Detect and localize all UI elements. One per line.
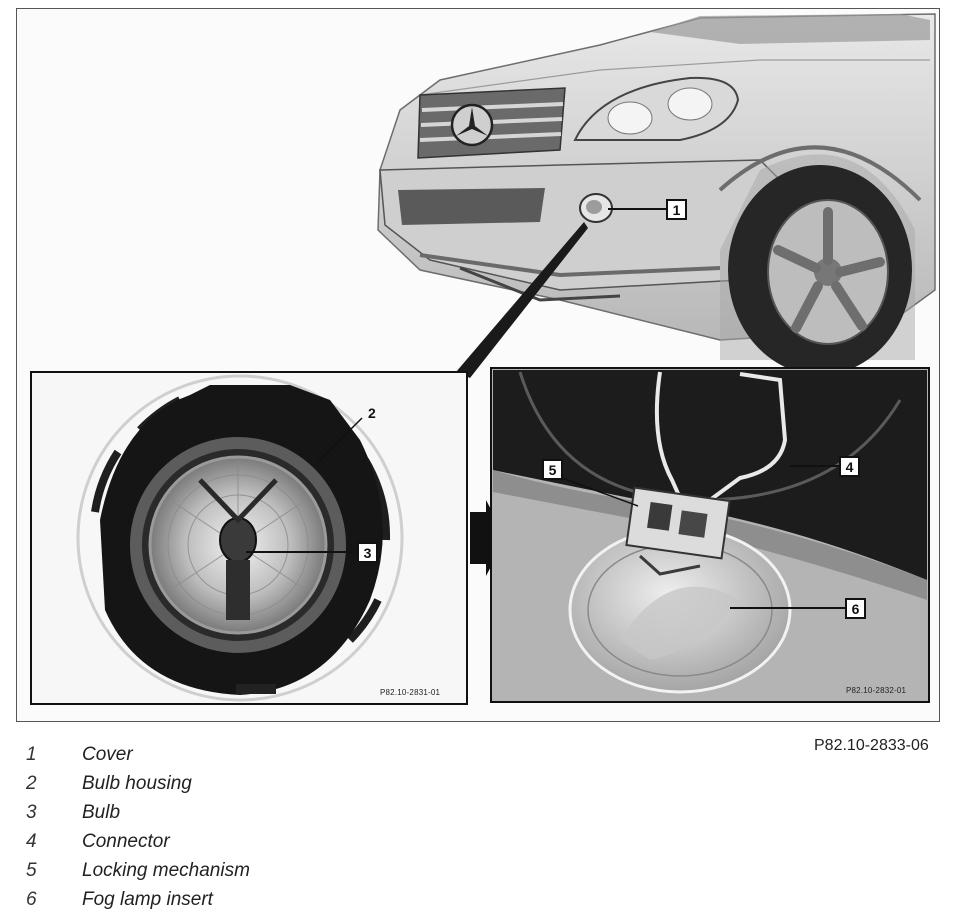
legend: 1 Cover 2 Bulb housing 3 Bulb 4 Connecto… bbox=[22, 740, 442, 914]
svg-text:6: 6 bbox=[852, 601, 860, 617]
legend-label: Cover bbox=[82, 743, 133, 765]
headlight bbox=[573, 76, 740, 141]
front-wheel bbox=[720, 154, 915, 375]
svg-text:4: 4 bbox=[846, 459, 854, 475]
fog-lamp-cover bbox=[579, 193, 613, 223]
legend-item: 1 Cover bbox=[22, 740, 442, 769]
inset-left-code: P82.10-2831-01 bbox=[380, 688, 441, 697]
legend-label: Bulb bbox=[82, 801, 121, 823]
legend-number: 1 bbox=[26, 743, 37, 765]
legend-number: 3 bbox=[26, 801, 37, 823]
inset-right-code: P82.10-2832-01 bbox=[846, 686, 907, 695]
legend-number: 2 bbox=[26, 772, 37, 794]
svg-text:2: 2 bbox=[368, 405, 376, 421]
legend-label: Locking mechanism bbox=[82, 859, 250, 881]
star-emblem-icon bbox=[450, 103, 494, 147]
arrow-right-icon bbox=[470, 500, 506, 576]
legend-label: Bulb housing bbox=[82, 772, 192, 794]
legend-number: 4 bbox=[26, 830, 37, 852]
legend-item: 5 Locking mechanism bbox=[22, 856, 442, 885]
svg-text:5: 5 bbox=[549, 462, 557, 478]
car-front-view bbox=[377, 13, 936, 375]
legend-label: Connector bbox=[82, 830, 170, 852]
front-bumper bbox=[379, 159, 801, 302]
legend-item: 2 Bulb housing bbox=[22, 769, 442, 798]
inset-bulb-housing: 2 3 bbox=[30, 371, 468, 705]
svg-text:1: 1 bbox=[673, 202, 681, 218]
svg-text:3: 3 bbox=[364, 545, 372, 561]
connector-block bbox=[625, 486, 731, 576]
legend-number: 6 bbox=[26, 888, 37, 910]
callout-1: 1 bbox=[608, 199, 687, 220]
legend-item: 3 Bulb bbox=[22, 798, 442, 827]
inset-fog-lamp-insert: 4 5 6 bbox=[490, 367, 930, 703]
legend-item: 6 Fog lamp insert bbox=[22, 885, 442, 914]
figure-reference-code: P82.10-2833-06 bbox=[814, 737, 929, 754]
legend-item: 4 Connector bbox=[22, 827, 442, 856]
zoom-pointer bbox=[456, 222, 588, 378]
legend-label: Fog lamp insert bbox=[82, 888, 213, 910]
legend-number: 5 bbox=[26, 859, 37, 881]
